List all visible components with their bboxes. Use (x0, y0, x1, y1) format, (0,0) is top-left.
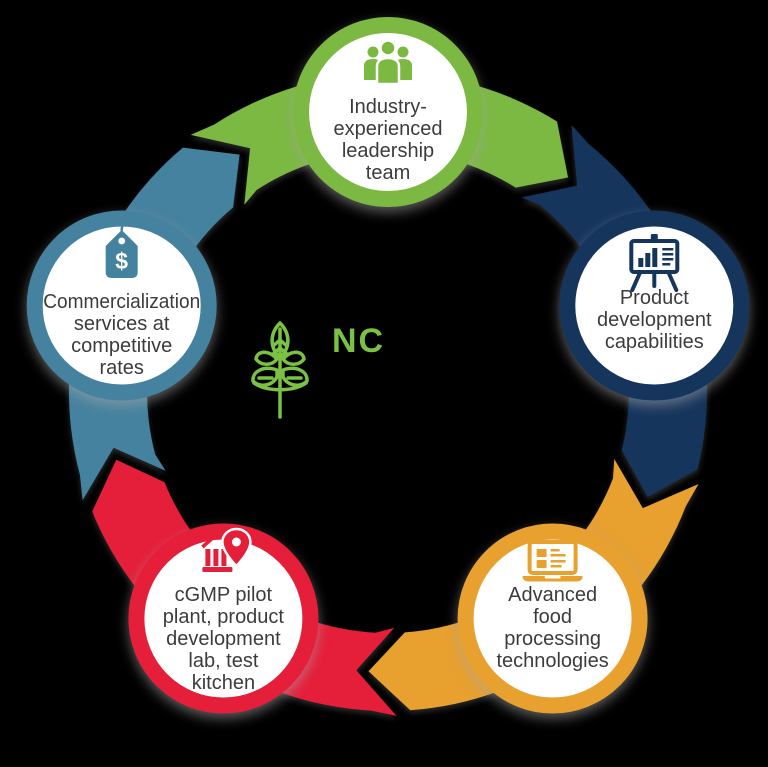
node-label-line: Industry- (349, 96, 427, 118)
node-label-line: technologies (496, 650, 608, 672)
arc-segment-product-development (521, 125, 707, 497)
node-circle (26, 210, 217, 401)
node-label-line: Advanced (508, 584, 597, 606)
node-circle (559, 210, 750, 401)
node-circle (457, 523, 648, 714)
dollar-glyph: $ (115, 248, 128, 274)
node-label-line: development (166, 628, 281, 650)
node-label-line: lab, test (188, 650, 258, 672)
node-label-line: processing (504, 628, 601, 650)
node-food-processing: Advanced food processing technologies (457, 523, 648, 714)
node-leadership-team: Industry- experienced leadership team (293, 17, 483, 207)
node-commercialization: $ Commercialization services at competit… (26, 210, 217, 401)
node-label-line: plant, product (163, 606, 285, 628)
node-label-line: Product (620, 287, 689, 309)
node-label-line: capabilities (605, 331, 704, 353)
center-logo: NC (251, 321, 385, 419)
node-label-line: rates (99, 357, 143, 379)
node-product-development: Product development capabilities (559, 210, 750, 401)
node-label-line: development (597, 309, 712, 331)
node-label-line: kitchen (192, 672, 255, 694)
node-label-line: cGMP pilot (175, 584, 273, 606)
node-label-line: leadership (342, 140, 434, 162)
node-label-line: experienced (334, 118, 443, 140)
facility-location-icon (201, 524, 252, 572)
laptop-icon (522, 540, 583, 582)
price-tag-icon: $ (105, 213, 138, 278)
node-label-line: services at (74, 313, 170, 335)
node-label-line: team (366, 162, 410, 184)
team-people-icon (364, 39, 412, 86)
nc-abbrev-text: NC (332, 322, 385, 360)
node-label-line: Commercialization (43, 291, 200, 313)
presentation-chart-icon (629, 234, 680, 292)
node-label-line: food (533, 606, 572, 628)
plant-sprout-icon (251, 321, 309, 419)
node-label-line: competitive (71, 335, 172, 357)
node-pilot-plant: cGMP pilot plant, product development la… (128, 523, 319, 714)
node-circle (128, 523, 319, 714)
node-circle (293, 17, 483, 207)
